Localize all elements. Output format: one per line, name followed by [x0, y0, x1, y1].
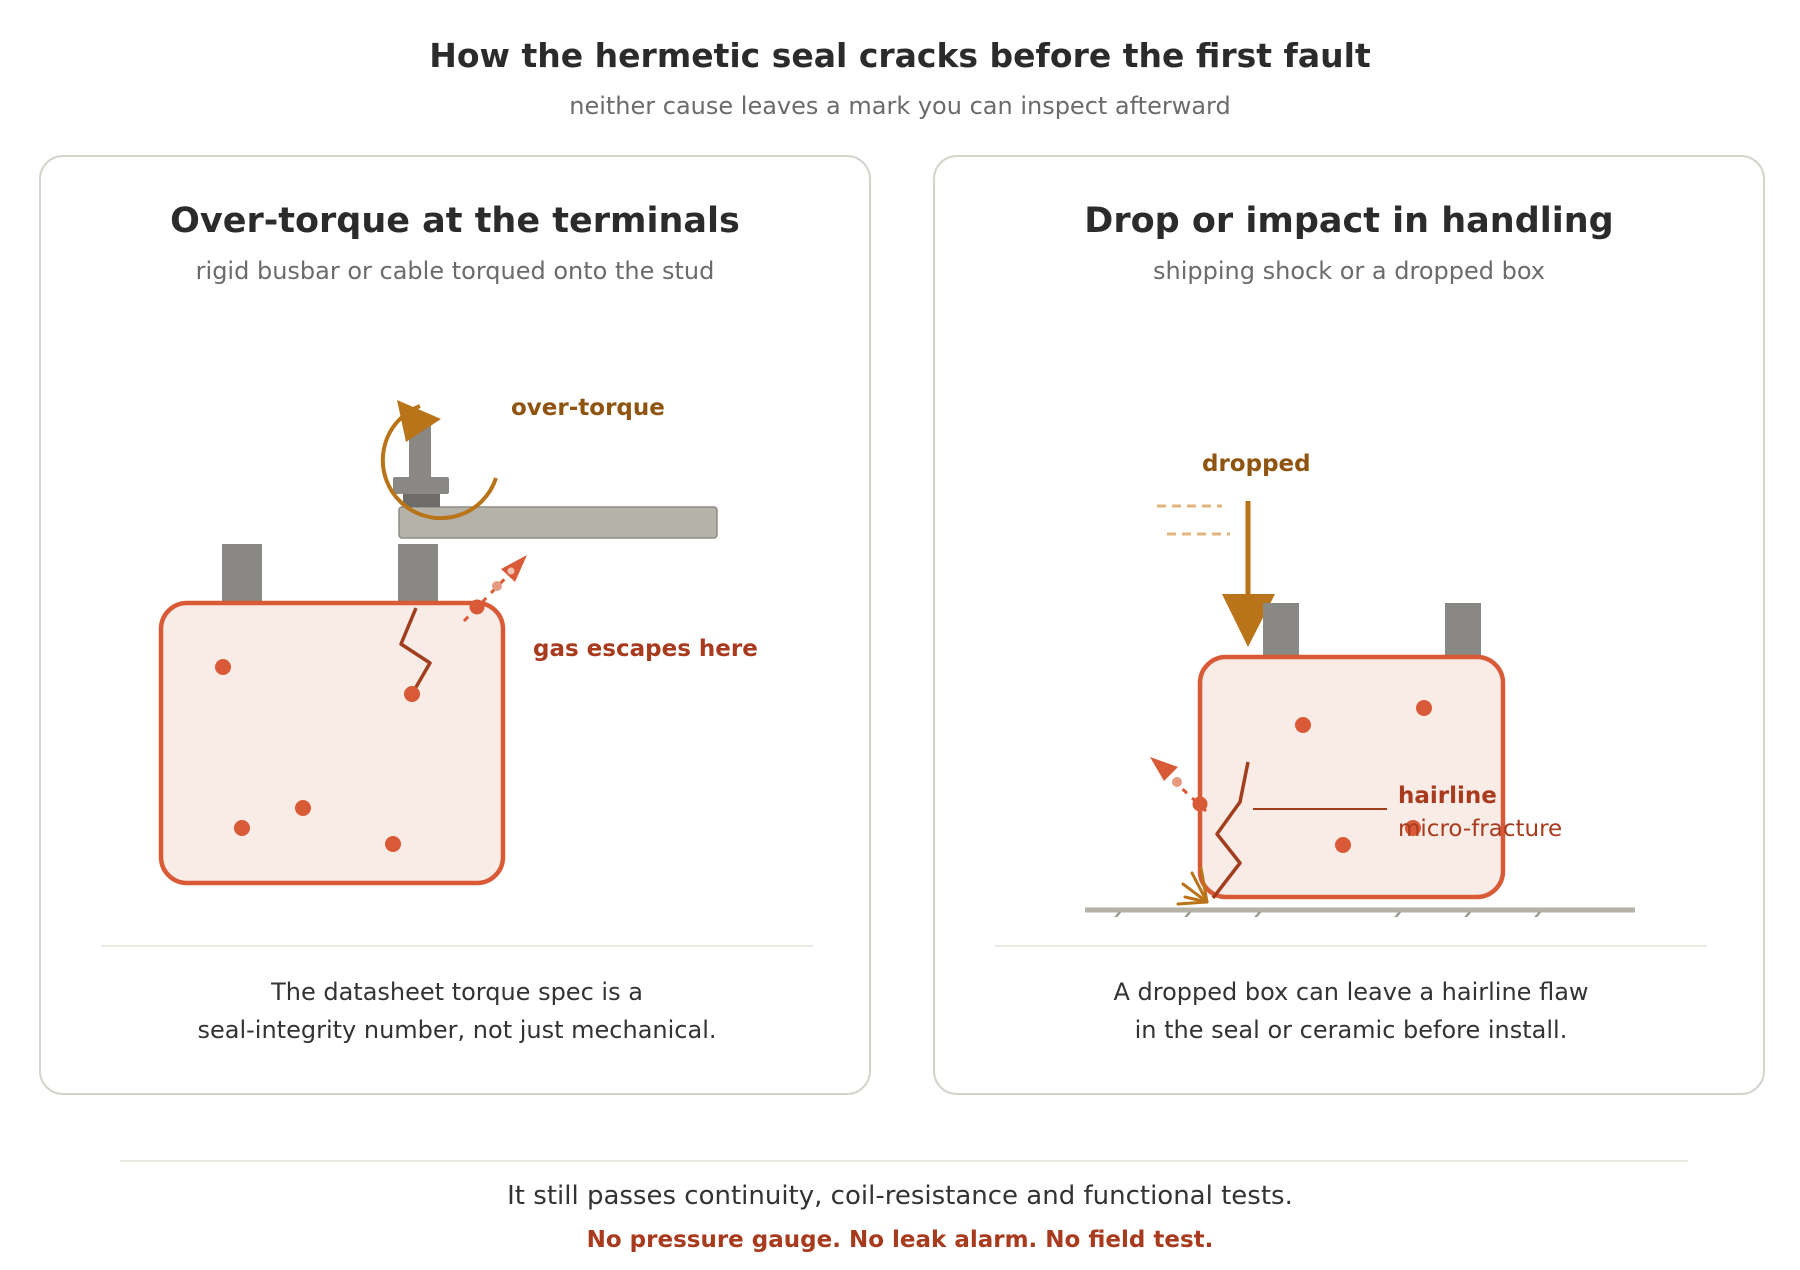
leaking-molecule [469, 599, 485, 615]
leaking-molecule-faint [1172, 777, 1182, 787]
caption-line: The datasheet torque spec is a [271, 978, 643, 1006]
capacitor-body [1197, 654, 1506, 900]
drop-impact-diagram: dropped hairline micro-fracture [1085, 451, 1635, 917]
panel-drop-impact: Drop or impact in handling shipping shoc… [933, 155, 1765, 1095]
terminal-left [1263, 603, 1299, 660]
hairline-crack [1211, 761, 1250, 900]
leak-arrow-icon [1150, 757, 1178, 781]
gas-molecules [215, 659, 401, 852]
leaking-molecule-faint [492, 581, 502, 591]
page-title: How the hermetic seal cracks before the … [429, 36, 1371, 75]
panel-divider [101, 945, 813, 947]
caption-line: A dropped box can leave a hairline flaw [1113, 978, 1589, 1006]
terminal-left [222, 544, 262, 608]
over-torque-label: over-torque [511, 395, 665, 421]
motion-lines [1157, 504, 1230, 536]
dropped-label: dropped [1202, 451, 1311, 477]
terminal-right [1445, 603, 1481, 660]
footer-statement: It still passes continuity, coil-resista… [507, 1181, 1293, 1211]
footer-divider [120, 1160, 1688, 1162]
leaking-molecule-fainter [507, 567, 515, 575]
panel-title: Drop or impact in handling [1084, 201, 1614, 241]
leaking-molecule [1192, 796, 1208, 812]
leak-arrow-icon [501, 555, 527, 582]
capacitor-body [158, 600, 506, 886]
caption-line: seal-integrity number, not just mechanic… [197, 1016, 717, 1044]
impact-burst-icon [1176, 866, 1209, 906]
torque-rotation-arc [380, 404, 498, 521]
stud-bolt [409, 420, 431, 489]
nut [393, 477, 449, 494]
over-torque-diagram: over-torque gas escapes here [158, 395, 758, 886]
panel-caption: The datasheet torque spec is a seal-inte… [81, 973, 833, 1049]
busbar [398, 506, 718, 539]
escaping-molecule [404, 686, 420, 702]
panel-divider [995, 945, 1707, 947]
terminal-right [398, 544, 438, 608]
panel-over-torque: Over-torque at the terminals rigid busba… [39, 155, 871, 1095]
caption-line: in the seal or ceramic before install. [1134, 1016, 1568, 1044]
panel-title: Over-torque at the terminals [170, 201, 740, 241]
panel-caption: A dropped box can leave a hairline flaw … [975, 973, 1727, 1049]
footer-alert: No pressure gauge. No leak alarm. No fie… [586, 1227, 1214, 1253]
washer [403, 494, 440, 507]
page-subtitle: neither cause leaves a mark you can insp… [569, 92, 1231, 120]
gas-molecules [1295, 700, 1432, 853]
panel-subtitle: shipping shock or a dropped box [1153, 257, 1545, 285]
ground-hatching [1114, 911, 1541, 917]
seal-crack [399, 607, 432, 695]
hairline-label: hairline [1398, 783, 1497, 809]
gas-escape-label: gas escapes here [533, 636, 758, 662]
micro-fracture-label: micro-fracture [1398, 816, 1562, 842]
torque-arrow-icon [397, 400, 441, 442]
panel-subtitle: rigid busbar or cable torqued onto the s… [195, 257, 715, 285]
drop-arrow-icon [1222, 594, 1275, 647]
